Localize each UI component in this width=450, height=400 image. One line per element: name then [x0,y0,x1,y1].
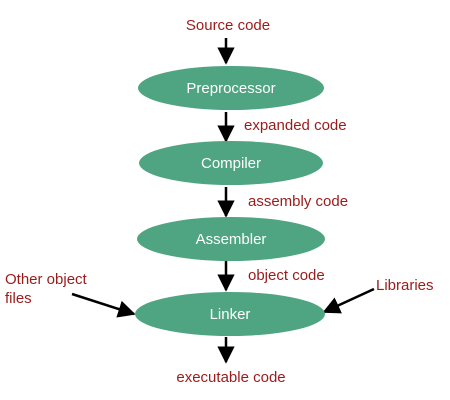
stage-compiler: Compiler [139,141,323,185]
stage-compiler-label: Compiler [201,155,261,172]
arrow-other-object-files-to-linker [71,292,136,318]
stage-assembler: Assembler [137,217,325,261]
label-libraries: Libraries [376,277,434,294]
stage-linker: Linker [135,292,325,336]
stage-linker-label: Linker [210,306,251,323]
label-expanded-code: expanded code [244,117,347,134]
stage-assembler-shape [137,217,325,261]
label-object-code: object code [248,267,325,284]
stage-preprocessor-shape [138,66,324,110]
label-files: files [5,290,32,307]
label-assembly-code: assembly code [248,193,348,210]
label-other-object: Other object [5,271,88,288]
stage-preprocessor: Preprocessor [138,66,324,110]
stage-linker-shape [135,292,325,336]
stage-compiler-shape [139,141,323,185]
label-executable-code: executable code [176,369,285,386]
stage-assembler-label: Assembler [196,231,267,248]
stage-preprocessor-label: Preprocessor [186,80,275,97]
label-source-code: Source code [186,17,270,34]
arrow-libraries-to-linker [322,287,375,314]
